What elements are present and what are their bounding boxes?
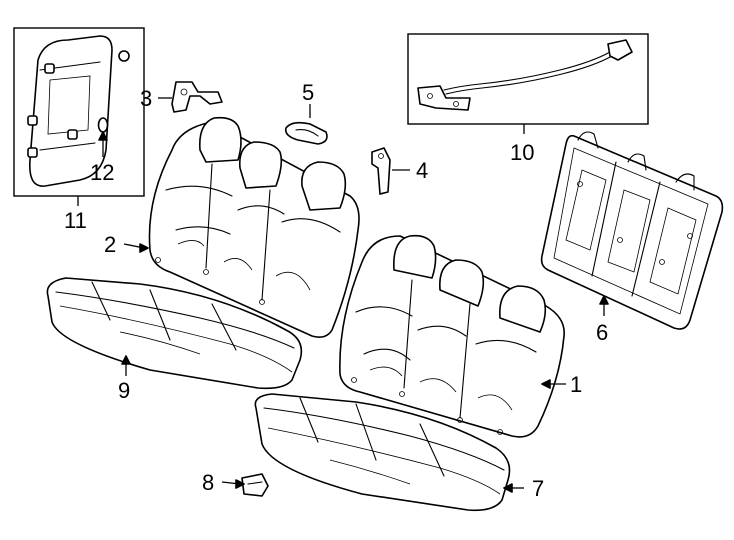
callout-3: 3: [140, 86, 152, 111]
headrest-left-lower: [393, 234, 437, 279]
part-5-cover: [284, 121, 328, 145]
callout-5: 5: [302, 80, 314, 105]
callout-9: 9: [118, 378, 130, 403]
callout-12: 12: [90, 160, 114, 185]
part-10-frame: [407, 33, 649, 125]
callout-7: 7: [532, 476, 544, 501]
callout-6: 6: [596, 320, 608, 345]
part-4-bracket: [371, 147, 391, 195]
part-2-seat-back-upper: [148, 116, 360, 338]
part-10-cable-harness: [417, 39, 633, 111]
callout-4: 4: [416, 158, 428, 183]
headrest-right-lower: [499, 285, 547, 333]
part-3-bracket: [171, 81, 223, 113]
callout-11: 11: [64, 208, 87, 233]
part-12-clip: [97, 117, 109, 133]
part-1-seat-back-lower: [339, 234, 565, 438]
headrest-left-upper: [198, 116, 242, 163]
part-11-side-trim-group: [13, 27, 145, 197]
callout-2: 2: [104, 232, 116, 257]
headrest-right-upper: [301, 161, 347, 211]
callout-1: 1: [570, 372, 582, 397]
callout-8: 8: [202, 470, 214, 495]
part-7-seat-cushion-right: [254, 393, 511, 512]
part-8-clip: [241, 473, 269, 497]
part-11-frame: [13, 27, 145, 197]
headrest-mid-upper: [238, 141, 283, 189]
part-6-seat-back-frame: [540, 131, 724, 330]
callout-10: 10: [510, 140, 534, 165]
headrest-mid-lower: [439, 259, 485, 307]
part-9-seat-cushion-left: [46, 277, 303, 390]
